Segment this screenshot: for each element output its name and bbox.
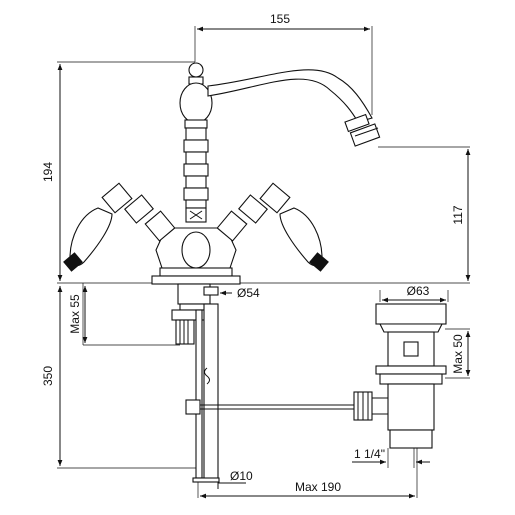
- dim-overall-height: 194: [41, 162, 55, 182]
- waste: [353, 303, 447, 449]
- dimension-lines: [57, 26, 471, 499]
- dim-waste-diameter: Ø63: [407, 284, 430, 298]
- right-handle: [216, 182, 329, 272]
- dimension-labels: 155 194 117 Ø54 Max 55 350 Ø10 Max 190 Ø…: [41, 12, 465, 494]
- dim-shank-length: 350: [41, 366, 55, 386]
- dim-max-thickness: Max 55: [68, 294, 82, 334]
- dim-spout-height: 117: [451, 205, 465, 224]
- extension-lines: [57, 26, 470, 498]
- left-handle: [63, 182, 176, 272]
- dim-body-diameter: Ø54: [237, 286, 260, 300]
- shank: [171, 283, 220, 483]
- dim-rod-diameter: Ø10: [230, 469, 253, 483]
- dim-waste-thread: 1 1/4": [354, 447, 385, 461]
- dim-waste-max: Max 50: [451, 334, 465, 374]
- mixer-body: [151, 62, 381, 285]
- pop-up-rod: [185, 399, 354, 415]
- dim-max-reach: Max 190: [295, 480, 341, 494]
- dim-spout-reach: 155: [270, 12, 290, 26]
